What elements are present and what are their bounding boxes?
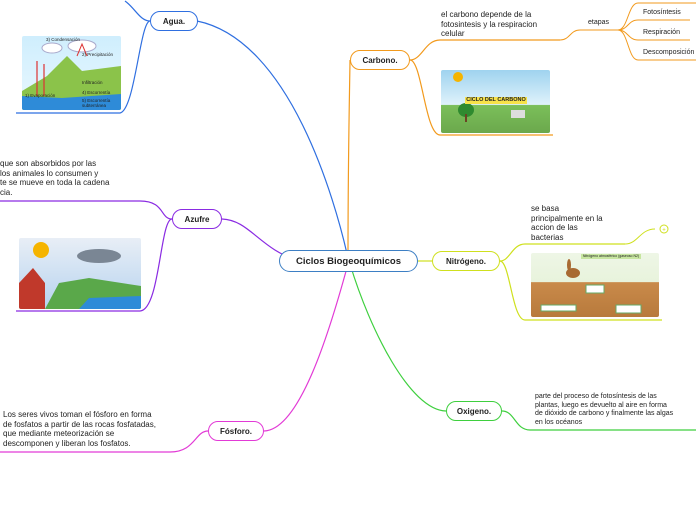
etapa-fotosintesis: Fotosíntesis	[643, 9, 681, 16]
etapa-descomposicion: Descomposición	[643, 49, 695, 56]
node-nitrogeno[interactable]: Nitrógeno.	[432, 251, 500, 271]
etapa-respiracion: Respiración	[643, 29, 680, 36]
fosforo-connector	[263, 263, 349, 432]
agua-connector	[196, 20, 349, 259]
add-circle-icon	[659, 224, 669, 234]
node-fosforo[interactable]: Fósforo.	[208, 421, 264, 441]
water-label-1: 3) Condensación	[46, 37, 81, 42]
node-agua[interactable]: Agua.	[150, 11, 198, 31]
etapas-label: etapas	[588, 19, 610, 26]
sulfur-cycle-image	[19, 238, 141, 309]
carbono-text: el carbono depende de la fotosintesis y …	[441, 10, 538, 39]
carbon-image-title: CICLO DEL CARBONO	[465, 97, 527, 104]
carbono-connector	[347, 59, 351, 259]
oxigeno-text: parte del proceso de fotosíntesis de las…	[535, 393, 674, 426]
water-label-3: 1) Evaporación	[25, 93, 56, 98]
water-label-4: Infiltración	[82, 80, 103, 85]
oxigeno-connector	[349, 263, 447, 412]
nitrogen-cycle-image: Nitrógeno atmosférico (gaseoso N2)	[531, 253, 659, 317]
central-topic[interactable]: Ciclos Biogeoquímicos	[279, 250, 418, 272]
water-label-2: 2) Precipitación	[82, 52, 114, 57]
azufre-text: que son absorbidos por las los animales …	[0, 159, 110, 197]
water-label-6: 5) Escorrentía subterránea	[82, 98, 111, 108]
fosforo-text: Los seres vivos toman el fósforo en form…	[3, 410, 156, 448]
node-oxigeno[interactable]: Oxigeno.	[446, 401, 502, 421]
nitrogen-image-title: Nitrógeno atmosférico (gaseoso N2)	[581, 254, 641, 259]
node-carbono[interactable]: Carbono.	[350, 50, 410, 70]
carbon-cycle-image: CICLO DEL CARBONO	[441, 70, 550, 133]
node-azufre[interactable]: Azufre	[172, 209, 222, 229]
nitrogeno-text: se basa principalmente en la accion de l…	[531, 204, 603, 242]
water-label-5: 4) Escorrentía	[82, 90, 111, 95]
svg-text:+: +	[662, 228, 666, 234]
water-cycle-image: 3) Condensación 2) Precipitación 1) Evap…	[22, 36, 121, 110]
